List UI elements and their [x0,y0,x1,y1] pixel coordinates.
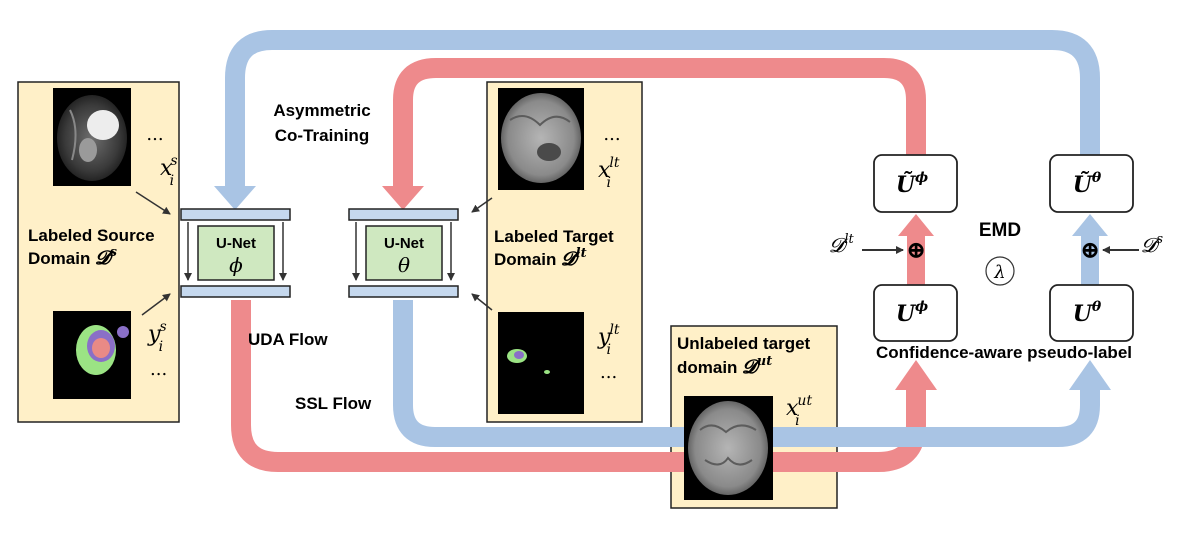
u-tilde-phi-rect [873,154,958,213]
source-title-line1: Labeled Source [28,226,155,245]
target-y-arrow [471,293,493,311]
target-title-line2: Domain 𝓓lt [494,246,587,270]
asym-cotrain-line1: Asymmetric [273,101,370,120]
asym-cotrain-line2: Co-Training [275,126,369,145]
source-title-line2: Domain 𝓓s [28,245,118,269]
red-cotrain-arrowhead [382,186,424,210]
unlabeled-title-line2: domain 𝓓ut [677,354,772,378]
unet-theta-param: θ [398,253,410,277]
ssl-flow-label: SSL Flow [295,394,372,413]
ssl-flow-arrowhead [1069,360,1111,390]
lambda-circle [985,256,1015,286]
unet-phi-bottom-bar [180,285,291,298]
unet-theta-top-bar [348,208,459,221]
blue-cotrain-arrowhead [214,186,256,210]
target-title-line1: Labeled Target [494,227,614,246]
unlabeled-mri-image [684,396,773,500]
target-ellipsis-bottom: ... [600,362,617,383]
phi-refine-arrowhead [898,214,934,236]
theta-refine-shaft [1081,232,1099,288]
unet-phi-top-bar [180,208,291,221]
source-mri-image [53,88,131,186]
red-cotrain-flow [393,58,926,188]
source-ellipsis-bottom: ... [150,359,167,380]
u-tilde-theta-rect [1049,154,1134,213]
uda-flow-arrowhead [895,360,937,390]
unet-theta-label: U-Net [384,235,424,252]
target-ellipsis-top: ... [603,124,620,145]
u-tilde-theta-label: Ũθ [1073,170,1102,198]
unet-phi-box [197,225,275,281]
unet-phi-label: U-Net [216,235,256,252]
u-tilde-phi-box: Ũϕ [873,154,958,213]
phi-oplus-symbol: ⊕ [906,235,926,264]
source-x-arrow [135,191,171,215]
unet-phi-block: U-Net ϕ [180,208,291,298]
source-label-mask [53,311,131,399]
target-label-mask [498,312,584,414]
unlabeled-title-line1: Unlabeled target [677,334,811,353]
target-x-arrow [471,197,493,213]
d-lt-input-label: 𝓓lt [829,232,855,257]
u-phi-rect [873,284,958,342]
unet-phi-param: ϕ [229,253,243,277]
theta-oplus-symbol: ⊕ [1080,235,1100,264]
confidence-label: Confidence-aware pseudo-label [876,343,1132,362]
u-theta-box: Uθ [1049,284,1134,342]
unet-theta-block: U-Net θ [348,208,459,298]
blue-cotrain-flow [225,30,1100,188]
emd-label: EMD [979,220,1021,241]
u-phi-box: Uϕ [873,284,958,342]
u-theta-rect [1049,284,1134,342]
theta-refine-arrowhead [1072,214,1108,236]
u-tilde-phi-label: Ũϕ [896,170,928,198]
phi-refine-shaft [907,232,925,288]
uda-flow-label: UDA Flow [248,330,328,349]
lambda-label: λ [993,262,1005,283]
source-y-arrow [141,293,171,316]
u-phi-label: Uϕ [896,299,928,327]
unet-theta-bottom-bar [348,285,459,298]
unet-theta-box [365,225,443,281]
u-theta-label: Uθ [1073,299,1102,327]
source-ellipsis-top: ... [146,124,163,145]
d-s-input-label: 𝓓s [1141,232,1163,257]
u-tilde-theta-box: Ũθ [1049,154,1134,213]
target-mri-image [498,88,584,190]
